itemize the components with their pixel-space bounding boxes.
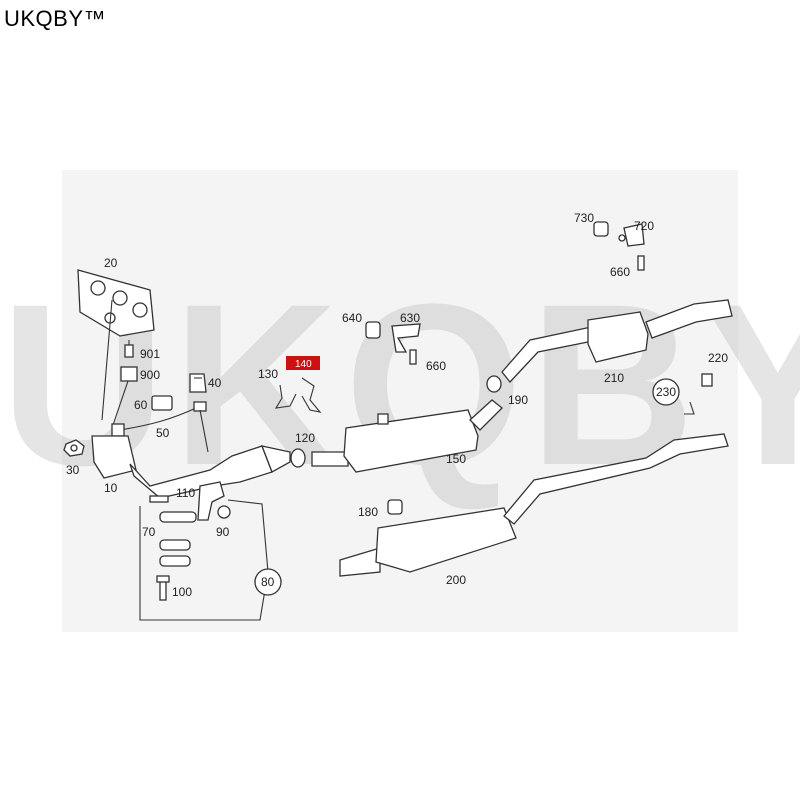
part-660a-bolt (409, 349, 417, 365)
part-900 (120, 366, 138, 382)
label-30: 30 (66, 463, 80, 477)
label-730: 730 (574, 211, 594, 225)
part-200-muffler (339, 433, 729, 577)
label-130: 130 (258, 367, 278, 381)
part-bracket-hanger (197, 481, 225, 521)
label-230: 230 (656, 385, 676, 399)
label-640: 640 (342, 311, 362, 325)
part-washer (159, 539, 191, 551)
label-90: 90 (216, 525, 230, 539)
part-plate (159, 555, 191, 567)
label-70: 70 (142, 525, 156, 539)
part-30-nut (63, 439, 85, 457)
label-630: 630 (400, 311, 420, 325)
label-200: 200 (446, 573, 466, 587)
label-660-a: 660 (426, 359, 446, 373)
part-640-hanger (365, 321, 381, 339)
part-230-fittings (684, 373, 713, 415)
part-210-rear-muffler (587, 299, 733, 363)
label-150: 150 (446, 452, 466, 466)
label-20: 20 (104, 256, 118, 270)
part-40-clip (189, 373, 207, 393)
label-140: 140 (295, 359, 312, 370)
label-110: 110 (176, 486, 195, 500)
label-901: 901 (140, 347, 160, 361)
label-80: 80 (261, 575, 275, 589)
part-150-muffler (311, 399, 503, 473)
part-720 (618, 223, 645, 247)
label-60: 60 (134, 398, 148, 412)
label-220: 220 (708, 351, 728, 365)
label-100: 100 (172, 585, 192, 599)
part-20-gasket (77, 269, 155, 337)
part-140-clamp (301, 377, 322, 413)
label-40: 40 (208, 376, 222, 390)
part-100-bolt (156, 575, 170, 601)
label-120: 120 (295, 431, 315, 445)
part-60-plug (151, 395, 173, 411)
part-630-bracket (391, 323, 421, 353)
highlight-140-box (286, 356, 320, 370)
label-720: 720 (634, 219, 654, 233)
part-901 (124, 340, 134, 358)
part-70 (159, 511, 197, 523)
part-90 (217, 505, 231, 519)
part-130-clamp (274, 384, 297, 409)
part-190-clamp (486, 375, 502, 393)
label-10: 10 (104, 481, 118, 495)
part-660b-bolt (637, 255, 645, 271)
brand-logo: UKQBY™ (4, 6, 107, 31)
label-900: 900 (140, 368, 160, 382)
label-210: 210 (604, 371, 624, 385)
label-180: 180 (358, 505, 378, 519)
label-660-b: 660 (610, 265, 630, 279)
part-110 (149, 495, 169, 503)
label-190: 190 (508, 393, 528, 407)
part-730 (593, 221, 609, 237)
part-50-sensor (111, 401, 207, 437)
label-50: 50 (156, 426, 170, 440)
part-80-callout (254, 568, 282, 596)
part-230-callout (652, 378, 680, 406)
part-120-ring (290, 448, 306, 468)
